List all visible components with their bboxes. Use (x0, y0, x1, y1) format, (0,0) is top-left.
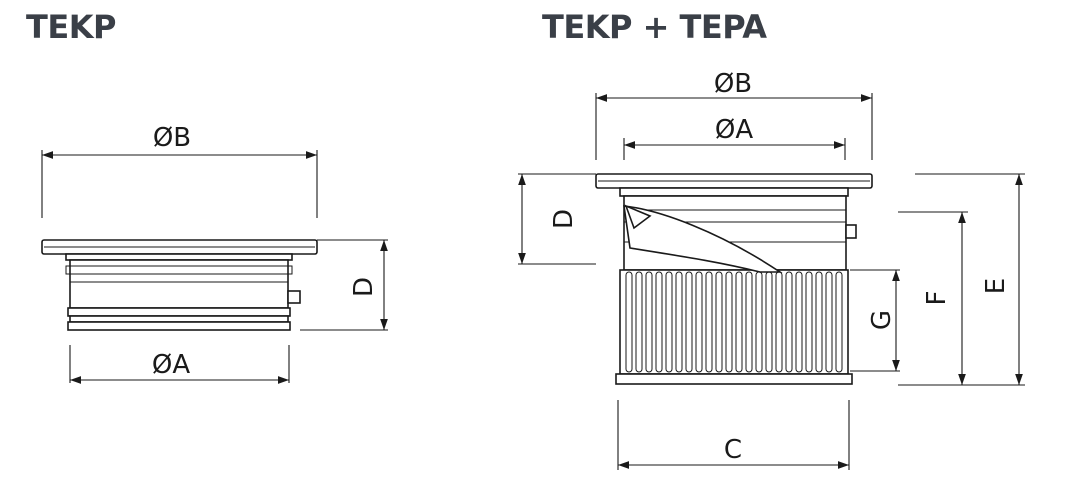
rib (825, 271, 833, 373)
label-a: ØA (152, 350, 190, 380)
rib (815, 271, 823, 373)
label-d: D (549, 209, 579, 229)
title-tekp: TEKP (26, 8, 116, 46)
rib (675, 271, 683, 373)
base-ring (67, 321, 291, 331)
label-f: F (922, 291, 952, 306)
neck (65, 253, 293, 261)
tekp-drawing: ØB D ØA (41, 123, 388, 384)
label-c: C (724, 435, 742, 465)
film-cutaway (623, 205, 783, 273)
rib (805, 271, 813, 373)
body (69, 259, 289, 309)
rib (625, 271, 633, 373)
tekp-tepa-drawing: ØB ØA D C (518, 69, 1025, 470)
rib (695, 271, 703, 373)
label-b: ØB (153, 123, 191, 153)
lower-rim (67, 307, 291, 317)
ribs (625, 271, 843, 373)
latch-tab (287, 290, 301, 304)
label-d: D (349, 277, 379, 297)
latch-tab (845, 224, 857, 239)
label-b: ØB (714, 69, 752, 99)
rib (835, 271, 843, 373)
film-fold (624, 204, 652, 230)
rib (665, 271, 673, 373)
rib (685, 271, 693, 373)
ring-groove (65, 265, 293, 275)
rib (735, 271, 743, 373)
rib (745, 271, 753, 373)
neck (619, 187, 849, 197)
rib (795, 271, 803, 373)
base-ring (615, 373, 853, 385)
rib (705, 271, 713, 373)
rib (655, 271, 663, 373)
title-tekp-tepa: TEKP + TEPA (542, 8, 767, 46)
rib (645, 271, 653, 373)
bottom-rim (69, 315, 289, 323)
label-a: ØA (715, 115, 753, 145)
rib (715, 271, 723, 373)
ribbed-body (619, 269, 849, 375)
rib (725, 271, 733, 373)
rib (785, 271, 793, 373)
rib (635, 271, 643, 373)
label-e: E (981, 278, 1011, 294)
label-g: G (867, 310, 897, 330)
